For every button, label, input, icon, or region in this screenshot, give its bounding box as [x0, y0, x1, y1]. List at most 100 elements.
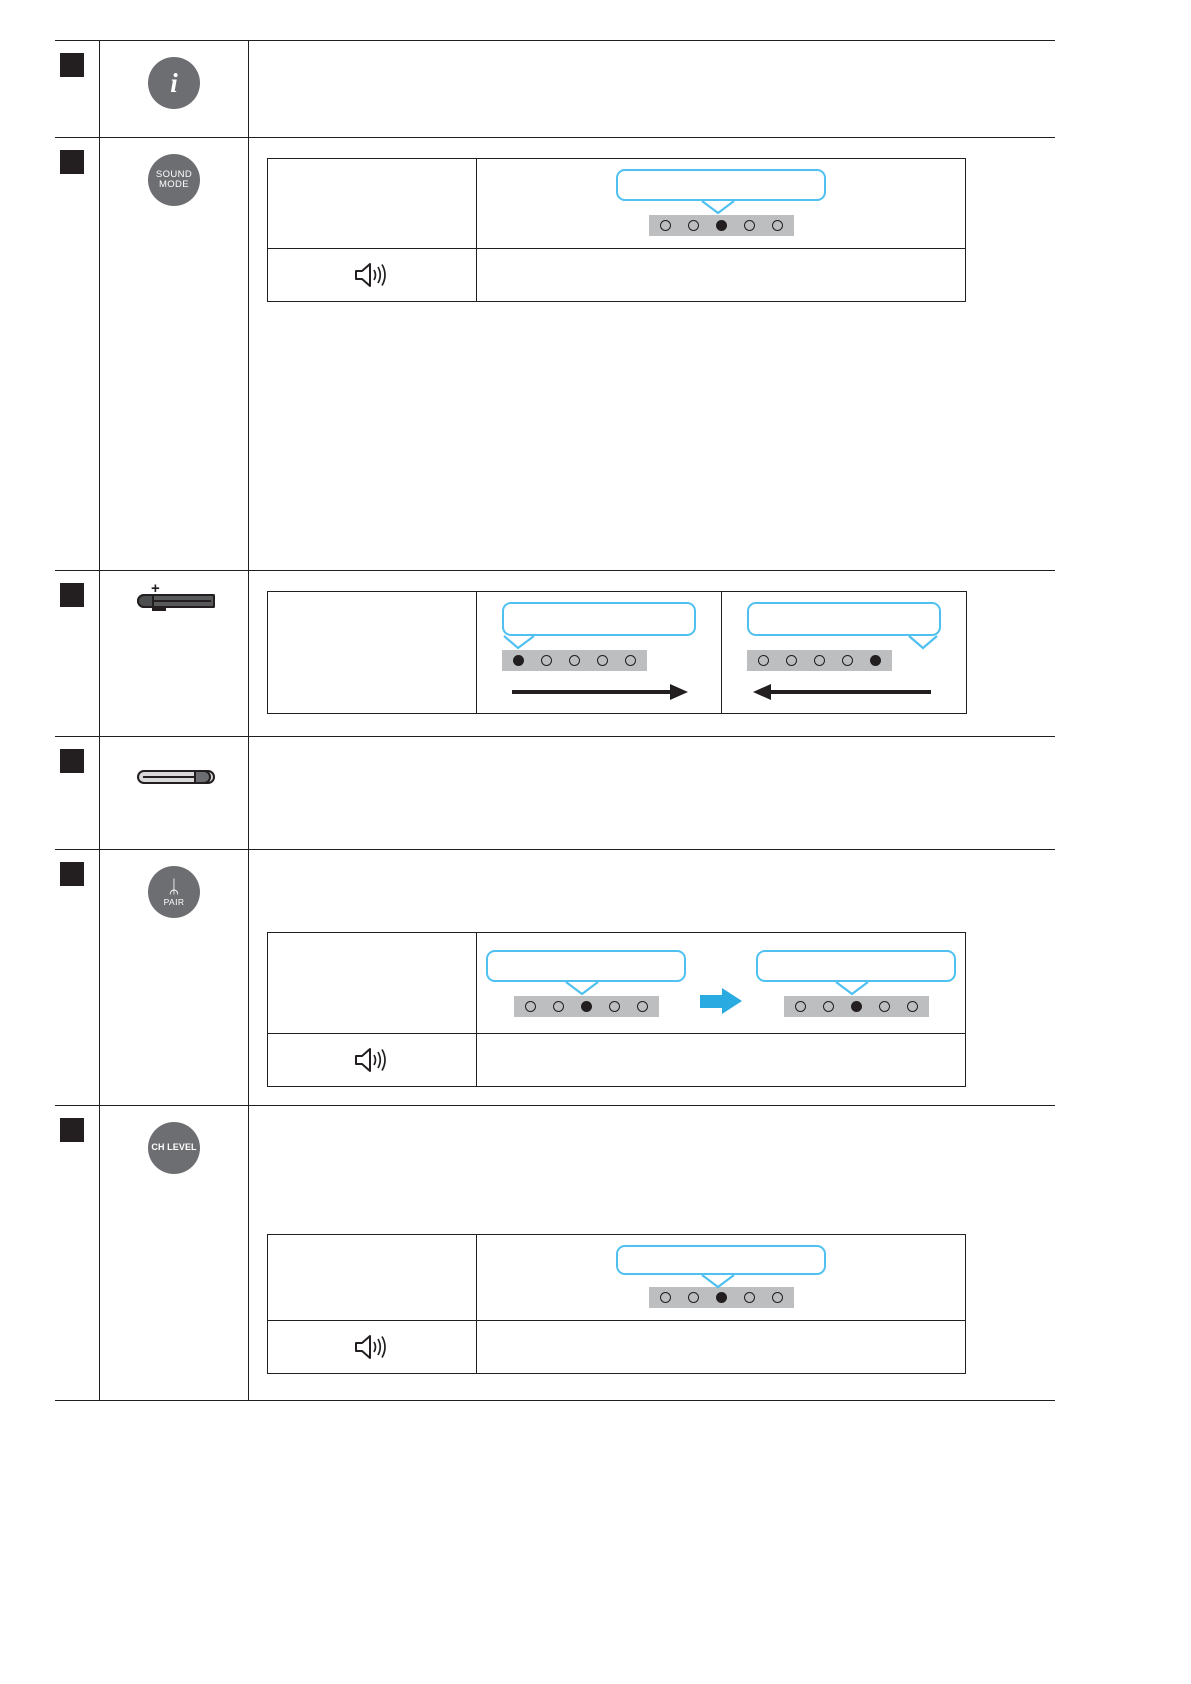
description-cell — [248, 570, 1055, 737]
row-marker-cell — [55, 736, 100, 850]
speaker-icon-cell — [267, 1033, 477, 1087]
led-strip — [747, 650, 892, 671]
callout-bubble — [747, 602, 941, 636]
led-5 — [771, 1292, 783, 1303]
slider-knob[interactable] — [137, 594, 154, 608]
description-cell — [248, 137, 1055, 571]
led-strip-before — [513, 995, 659, 1017]
row-spacer — [249, 1087, 1055, 1105]
led-2 — [552, 1000, 564, 1012]
subtable-row — [267, 1234, 966, 1321]
led-5 — [625, 655, 636, 666]
sound-mode-label-line2: MODE — [158, 179, 190, 190]
led-strip — [502, 650, 647, 671]
row-marker-cell — [55, 40, 100, 138]
description-cell — [248, 849, 1055, 1106]
volume-down-arrow-icon — [753, 683, 931, 703]
table-row: SOUND MODE — [55, 137, 1055, 571]
subtable-row — [267, 248, 966, 302]
led-1 — [524, 1000, 536, 1012]
table-row — [55, 736, 1055, 850]
sound-mode-icon[interactable]: SOUND MODE — [148, 154, 200, 206]
row-marker-chip-3 — [60, 583, 84, 607]
description-text — [249, 1106, 1055, 1214]
led-4 — [597, 655, 608, 666]
led-3 — [850, 1000, 862, 1012]
state-label-cell — [267, 1234, 477, 1321]
table-row: CH LEVEL — [55, 1105, 1055, 1401]
row-spacer — [249, 302, 1055, 570]
subtable-row — [267, 932, 966, 1034]
button-cell — [99, 736, 249, 850]
callout-tail-icon — [701, 200, 735, 215]
led-3 — [715, 220, 727, 231]
description-text — [249, 41, 1055, 137]
callout-bubble-before — [486, 949, 686, 982]
row-marker-chip-6 — [60, 1118, 84, 1142]
description-text — [249, 850, 1055, 912]
ch-level-icon[interactable]: CH LEVEL — [148, 1122, 200, 1174]
led-1 — [794, 1000, 806, 1012]
description-text — [249, 737, 1055, 849]
ch-level-led-subtable — [267, 1234, 966, 1374]
behaviour-text-cell — [476, 1320, 966, 1374]
row-marker-cell — [55, 1105, 100, 1401]
led-3 — [580, 1000, 592, 1012]
row-marker-chip-5 — [60, 862, 84, 886]
button-reference-table: i SOUND MODE — [55, 40, 1055, 1401]
volume-up-cell — [476, 591, 722, 714]
callout-tail-icon — [565, 980, 599, 995]
table-row: ᛦ PAIR — [55, 849, 1055, 1106]
description-cell — [248, 40, 1055, 138]
plus-mark: + — [151, 580, 160, 597]
led-4 — [608, 1000, 620, 1012]
subtable-row — [267, 158, 966, 249]
led-5 — [771, 220, 783, 231]
led-2 — [541, 655, 552, 666]
callout-tail-icon — [701, 1274, 735, 1289]
volume-up-arrow-icon — [512, 683, 690, 703]
volume-slider-icon[interactable]: + — [131, 580, 217, 617]
callout-tail-icon — [835, 980, 869, 995]
button-cell: CH LEVEL — [99, 1105, 249, 1401]
info-icon[interactable]: i — [148, 57, 200, 109]
pairing-led-subtable — [267, 932, 966, 1087]
button-cell: i — [99, 40, 249, 138]
led-3 — [814, 655, 825, 666]
led-state-subtable — [267, 158, 966, 302]
slider-knob[interactable] — [194, 770, 211, 784]
power-slider-icon[interactable] — [131, 759, 217, 793]
led-1 — [758, 655, 769, 666]
button-cell: ᛦ PAIR — [99, 849, 249, 1106]
led-2 — [687, 1292, 699, 1303]
behaviour-text-cell — [476, 1033, 966, 1087]
led-5 — [636, 1000, 648, 1012]
bluetooth-glyph-icon: ᛦ — [168, 876, 180, 898]
speaker-icon-cell — [267, 1320, 477, 1374]
row-marker-chip-4 — [60, 749, 84, 773]
bluetooth-pair-icon[interactable]: ᛦ PAIR — [148, 866, 200, 918]
row-marker-cell — [55, 849, 100, 1106]
led-transition-cell — [476, 932, 966, 1034]
row-spacer — [249, 714, 1055, 736]
subtable-row — [267, 1320, 966, 1374]
led-3 — [715, 1292, 727, 1303]
table-row: + — [55, 570, 1055, 737]
state-label-cell — [267, 158, 477, 249]
table-row: i — [55, 40, 1055, 138]
speaker-sound-icon — [268, 1038, 476, 1082]
button-cell: SOUND MODE — [99, 137, 249, 571]
transition-arrow-icon — [700, 988, 742, 1014]
led-4 — [878, 1000, 890, 1012]
description-cell — [248, 736, 1055, 850]
subtable-row — [267, 591, 967, 714]
callout-bubble — [616, 1245, 826, 1275]
led-1 — [513, 655, 524, 666]
led-5 — [870, 655, 881, 666]
subtable-row — [267, 1033, 966, 1087]
led-4 — [842, 655, 853, 666]
speaker-icon-cell — [267, 248, 477, 302]
state-label-cell — [267, 932, 477, 1034]
led-strip — [648, 215, 794, 236]
